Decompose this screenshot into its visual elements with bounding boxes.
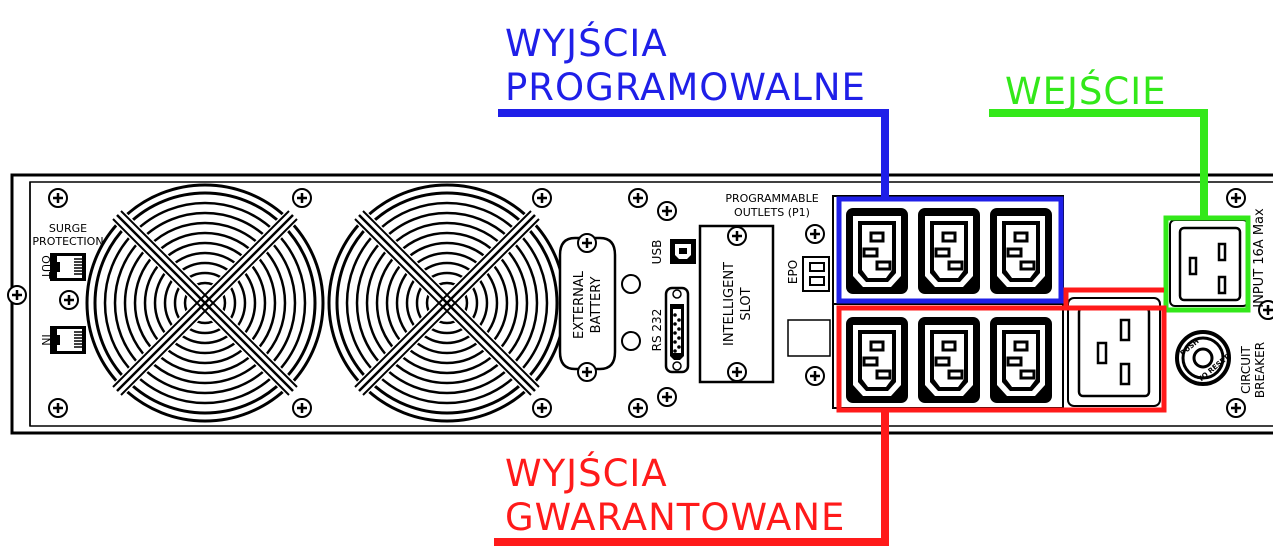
blank-plate <box>787 319 831 357</box>
programmable-callout-line <box>498 109 889 199</box>
external-battery-label: EXTERNAL <box>572 270 587 339</box>
epo-label: EPO <box>786 260 800 284</box>
input-callout-line <box>989 109 1208 220</box>
programmable-outlets-label: PROGRAMMABLE <box>725 192 818 205</box>
surge-protection-label: SURGE <box>49 222 87 235</box>
c13-outlet-icon <box>844 315 910 405</box>
guaranteed-outlets-highlight <box>839 287 1164 311</box>
c19-outlet-icon <box>1067 297 1161 407</box>
external-battery-connector: EXTERNAL BATTERY <box>558 232 617 383</box>
programmable-callout-line1: WYJŚCIA <box>505 22 668 65</box>
input-rating-label: INPUT 16A Max <box>1252 208 1267 308</box>
fan-grille-icon <box>329 185 565 421</box>
guaranteed-outputs-callout: WYJŚCIA GWARANTOWANE <box>505 452 845 540</box>
rj45-port-icon[interactable] <box>49 325 87 355</box>
epo-connector[interactable] <box>802 256 830 292</box>
c13-outlet-icon <box>844 206 910 296</box>
c13-outlet-icon <box>988 206 1054 296</box>
c13-outlet-icon <box>916 206 982 296</box>
surge-protection-label: PROTECTION <box>32 235 103 248</box>
c13-outlet-icon <box>916 315 982 405</box>
c13-outlet-icon <box>988 315 1054 405</box>
programmable-outputs-callout: WYJŚCIA PROGRAMOWALNE <box>505 22 866 110</box>
circuit-breaker-button[interactable]: PUSH TO RESET <box>1175 330 1231 386</box>
guaranteed-callout-line2: GWARANTOWANE <box>505 496 846 539</box>
rs232-label: RS 232 <box>650 309 664 352</box>
external-battery-label: BATTERY <box>589 277 604 334</box>
input-callout-text: WEJŚCIE <box>1005 70 1167 113</box>
intelligent-slot: INTELLIGENT SLOT <box>698 224 775 384</box>
programmable-callout-line2: PROGRAMOWALNE <box>505 66 866 109</box>
fan-grille-icon <box>87 185 323 421</box>
circuit-breaker-label: CIRCUIT <box>1239 345 1253 393</box>
guaranteed-callout-line <box>494 410 889 546</box>
circuit-breaker-label: BREAKER <box>1253 342 1267 398</box>
port-in-label: IN <box>39 334 52 345</box>
guaranteed-callout-line1: WYJŚCIA <box>505 452 668 495</box>
port-out-label: OUT <box>39 255 52 279</box>
db9-serial-port-icon[interactable] <box>664 286 690 374</box>
input-highlight <box>1163 215 1251 313</box>
input-callout: WEJŚCIE <box>1005 70 1167 114</box>
intelligent-slot-label: INTELLIGENT <box>722 262 737 346</box>
usb-label: USB <box>650 240 664 265</box>
rj45-port-icon[interactable] <box>49 252 87 282</box>
usb-b-port-icon[interactable] <box>670 239 696 264</box>
intelligent-slot-label: SLOT <box>739 287 754 320</box>
c20-inlet-icon <box>1169 219 1249 307</box>
programmable-outlets-highlight <box>836 196 1064 304</box>
programmable-outlets-label: OUTLETS (P1) <box>734 206 810 219</box>
